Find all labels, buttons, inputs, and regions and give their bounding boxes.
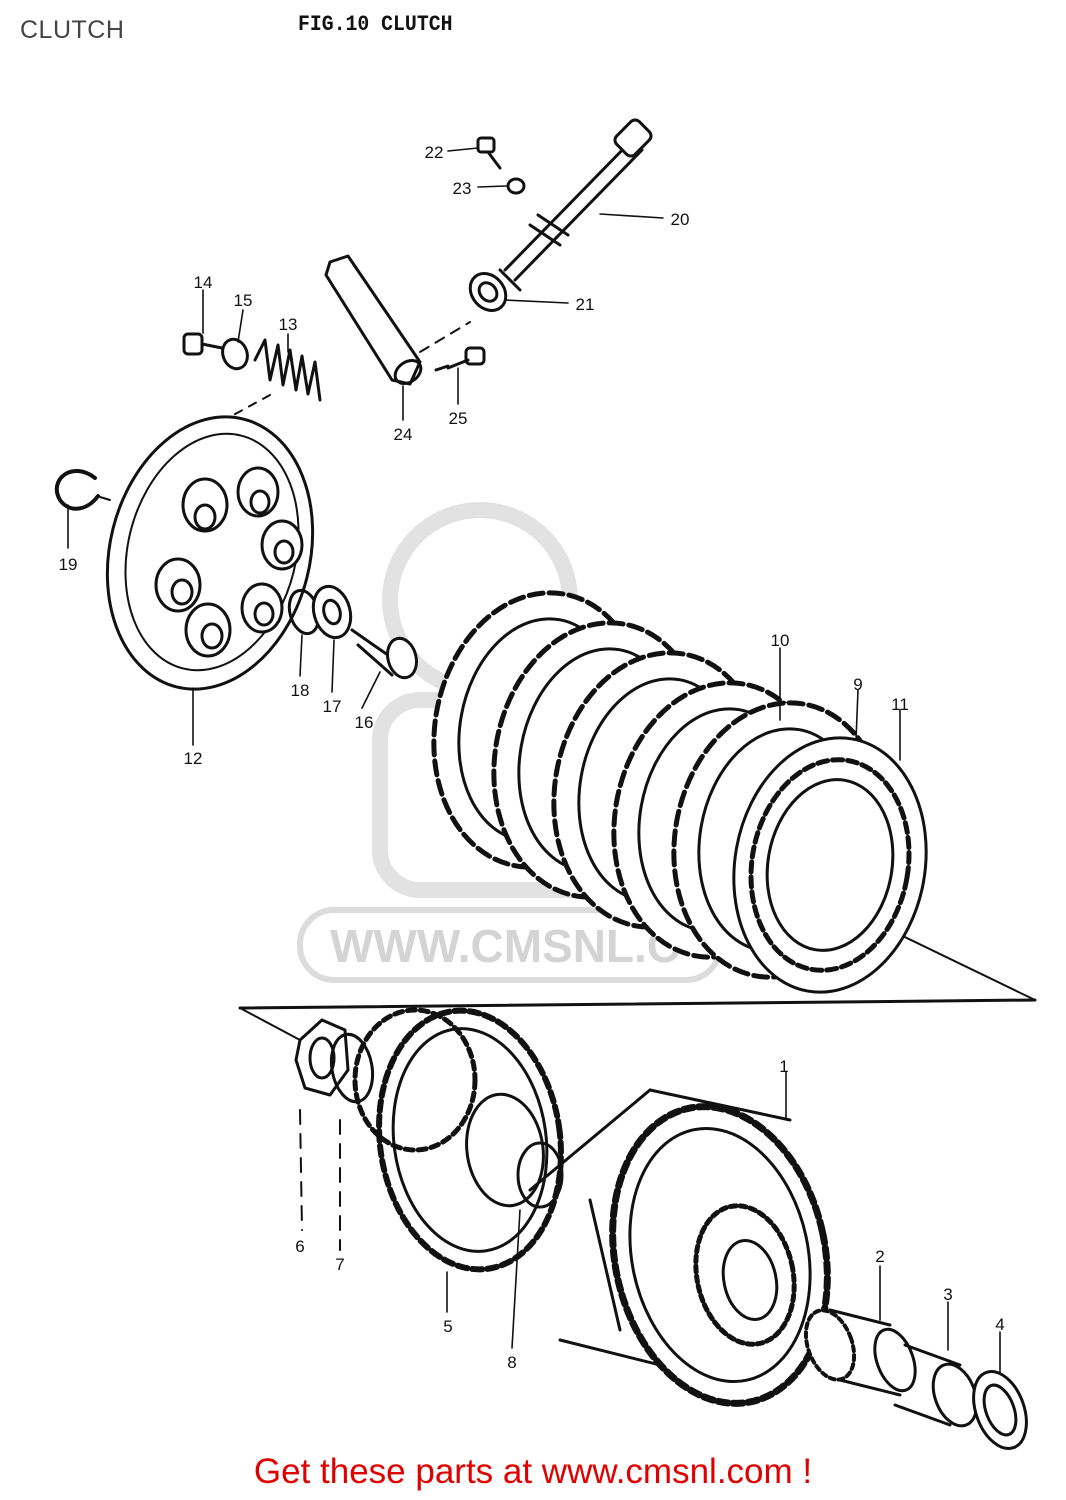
part-19-circlip: [54, 469, 100, 511]
callout-19: 19: [59, 555, 78, 574]
part-1-clutch-housing: [528, 1088, 831, 1407]
part-12-pressure-plate: [105, 415, 315, 691]
part-2-needle-bearing: [803, 1308, 917, 1397]
part-13-spring: [253, 338, 322, 402]
callout-3: 3: [943, 1285, 952, 1304]
clutch-plate-stack: [431, 590, 928, 994]
watermark-text: WWW.CMSNL.C: [330, 920, 680, 972]
part-21-oil-seal: [468, 272, 508, 312]
callout-9: 9: [853, 675, 862, 694]
callout-8: 8: [507, 1353, 516, 1372]
separator-line: [238, 998, 1037, 1010]
callout-18: 18: [291, 681, 310, 700]
part-16-push-piece: [350, 628, 418, 680]
part-6-nut: [294, 1018, 350, 1097]
part-14-bolt: [182, 332, 224, 356]
callout-14: 14: [194, 273, 213, 292]
callout-labels: 1 2 3 4 5 6 7 8 9 10 11 12 13 14 15 16 1…: [59, 143, 1005, 1372]
callout-21: 21: [576, 295, 595, 314]
callout-20: 20: [671, 210, 690, 229]
callout-25: 25: [449, 409, 468, 428]
callout-23: 23: [453, 179, 472, 198]
part-3-spacer: [893, 1343, 979, 1428]
callout-17: 17: [323, 697, 342, 716]
callout-16: 16: [355, 713, 374, 732]
part-17-bearing: [311, 584, 353, 640]
callout-6: 6: [295, 1237, 304, 1256]
part-23-washer: [506, 177, 526, 195]
callout-24: 24: [394, 425, 413, 444]
callout-4: 4: [995, 1315, 1004, 1334]
callout-11: 11: [891, 695, 909, 714]
callout-1: 1: [779, 1057, 788, 1076]
callout-2: 2: [875, 1247, 884, 1266]
callout-10: 10: [771, 631, 790, 650]
part-24-release-arm: [324, 254, 471, 386]
part-22-bolt: [476, 136, 502, 170]
leader-lines: [67, 147, 1001, 1373]
part-25-bolt: [434, 346, 486, 372]
callout-15: 15: [234, 291, 253, 310]
callout-12: 12: [184, 749, 203, 768]
part-5-primary-gear: [352, 1007, 564, 1273]
callout-5: 5: [443, 1317, 452, 1336]
callout-13: 13: [279, 315, 298, 334]
figure-title: FIG.10 CLUTCH: [298, 12, 453, 37]
callout-22: 22: [425, 143, 444, 162]
callout-7: 7: [335, 1255, 344, 1274]
footer-parts-link[interactable]: Get these parts at www.cmsnl.com !: [253, 1452, 813, 1491]
part-15-washer: [221, 337, 249, 371]
part-20-shaft: [498, 118, 653, 292]
watermark: WWW.CMSNL.C: [297, 502, 723, 983]
part-8-thrust-washer: [516, 1141, 564, 1209]
part-4-thrust-washer: [972, 1370, 1028, 1450]
page-label: CLUTCH: [20, 16, 125, 44]
